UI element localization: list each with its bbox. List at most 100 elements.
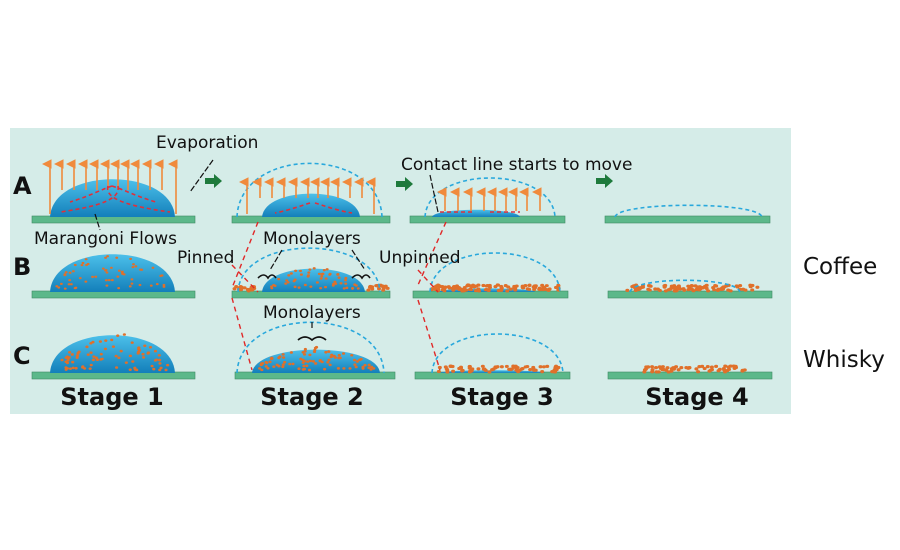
particle [94, 275, 98, 278]
particle [288, 362, 292, 366]
particle [111, 345, 116, 348]
particle [81, 261, 85, 265]
particle [114, 366, 119, 369]
particle [324, 277, 328, 280]
particle [326, 361, 330, 364]
particle [104, 269, 107, 272]
particle [85, 263, 88, 267]
deposit-particle [634, 288, 639, 292]
deposit-particle [665, 366, 670, 370]
particle [330, 353, 334, 357]
particle [81, 365, 85, 368]
monolayers-label-c: Monolayers [263, 303, 361, 323]
particle [355, 360, 359, 363]
particle [162, 283, 166, 287]
row-label-b: B [13, 253, 31, 281]
particle [69, 283, 73, 286]
particle [103, 347, 108, 351]
deposit-particle [442, 286, 447, 291]
deposit-particle [487, 370, 492, 374]
deposit-particle [377, 287, 382, 291]
deposit-particle [458, 287, 463, 291]
deposit-particle [467, 366, 472, 370]
particle [292, 279, 296, 283]
particle [59, 282, 63, 285]
particle [268, 360, 272, 364]
particle [65, 361, 70, 365]
particle [302, 364, 306, 368]
deposit-particle [643, 367, 648, 371]
deposit-particle [452, 284, 457, 289]
deposit-particle [723, 370, 728, 374]
particle [281, 365, 285, 369]
deposit-particle [542, 285, 547, 290]
original-outline-dashed [236, 162, 383, 218]
deposit-particle [538, 365, 543, 369]
particle [128, 285, 132, 288]
droplet [50, 335, 175, 373]
particle [272, 365, 276, 368]
particle [71, 360, 75, 364]
particle [159, 366, 163, 370]
pinning-guide-line [231, 221, 259, 289]
marangoni-flows-label: Marangoni Flows [34, 229, 177, 249]
particle [66, 358, 70, 362]
particle [289, 272, 293, 275]
deposit-particle [708, 368, 713, 372]
particle [98, 340, 103, 343]
particle [266, 366, 270, 370]
deposit-particle [232, 287, 237, 291]
particle [363, 363, 367, 367]
particle [162, 285, 166, 288]
particle [297, 286, 301, 289]
deposit-particle [674, 365, 679, 369]
particle [284, 282, 288, 285]
deposit-particle [700, 364, 705, 368]
deposit-particle [660, 365, 665, 369]
deposit-particle [366, 288, 371, 292]
deposit-particle [446, 285, 451, 289]
particle [74, 366, 78, 370]
brace-icon [351, 274, 371, 280]
particle [120, 270, 124, 273]
particle [106, 255, 109, 258]
particle [150, 364, 154, 368]
substrate [31, 290, 196, 299]
brace-icon [297, 336, 327, 342]
particle [291, 362, 295, 366]
particle [153, 349, 158, 353]
deposit-particle [694, 367, 699, 371]
particle [99, 358, 103, 361]
particle [104, 279, 108, 282]
deposit-particle [512, 286, 517, 290]
pinning-guide-lines [231, 221, 447, 371]
particle [308, 353, 312, 357]
deposit-particle [709, 365, 714, 369]
particle [320, 274, 324, 278]
deposit-particle [693, 284, 698, 288]
deposit-particle [527, 287, 532, 291]
particle [60, 358, 64, 362]
deposit-particle [381, 288, 386, 292]
particle [281, 353, 285, 356]
stage-2-label: Stage 2 [260, 383, 363, 411]
particle [117, 269, 121, 272]
deposit-particle [480, 364, 485, 368]
deposit-particle [469, 285, 474, 289]
deposit-particle [540, 369, 545, 374]
deposit-particle [675, 285, 680, 289]
particle [95, 358, 100, 361]
particle [319, 277, 323, 280]
particle [155, 283, 159, 286]
particle [348, 367, 352, 370]
deposit-particle [690, 284, 695, 288]
deposit-particle [430, 287, 435, 291]
deposit-particle [740, 368, 745, 373]
deposit-particle [748, 285, 753, 289]
particle [322, 268, 326, 272]
deposit-particle [537, 286, 542, 290]
particle [313, 346, 318, 350]
deposit-particle [481, 367, 486, 371]
marangoni-flow-arrow [106, 185, 171, 213]
deposit-particle [554, 364, 559, 368]
